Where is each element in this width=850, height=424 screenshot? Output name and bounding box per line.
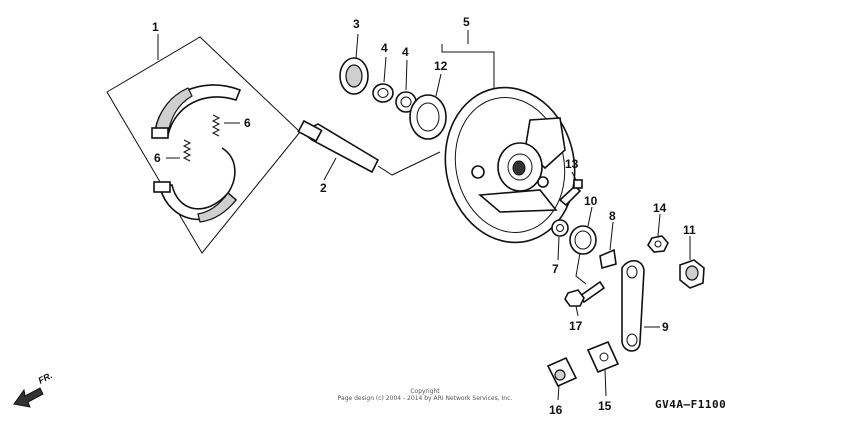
copyright-title: Copyright	[410, 388, 440, 395]
callout-7: 7	[552, 262, 559, 276]
callout-17: 17	[569, 319, 583, 333]
adjusting-nut[interactable]	[546, 356, 578, 401]
brake-panel[interactable]	[431, 30, 589, 255]
callout-12: 12	[434, 59, 448, 73]
callout-1: 1	[152, 20, 159, 34]
callout-2: 2	[320, 181, 327, 195]
callout-14: 14	[653, 201, 667, 215]
brake-cam-shaft[interactable]	[297, 119, 441, 181]
callout-4b: 4	[402, 45, 409, 59]
wear-indicator[interactable]	[599, 221, 617, 270]
callout-16: 16	[549, 403, 563, 417]
callout-6a: 6	[244, 116, 251, 130]
diagram-code: GV4A–F1100	[655, 398, 727, 411]
brake-arm[interactable]	[621, 259, 660, 352]
callout-15: 15	[598, 399, 612, 413]
callout-8: 8	[609, 209, 616, 223]
cap-nut[interactable]	[679, 236, 705, 289]
copyright-text: Page design (c) 2004 - 2014 by ARI Netwo…	[337, 395, 513, 402]
callout-10: 10	[584, 194, 598, 208]
callout-6b: 6	[154, 151, 161, 165]
callout-4a: 4	[381, 41, 388, 55]
return-spring[interactable]	[569, 206, 597, 285]
nut-14[interactable]	[647, 213, 669, 253]
joint-pin[interactable]	[586, 340, 620, 397]
bolt-17[interactable]	[564, 280, 606, 317]
washer-7[interactable]	[551, 219, 569, 261]
callout-3: 3	[353, 17, 360, 31]
front-direction-arrow-icon	[13, 387, 44, 408]
copyright-notice: Copyright Page design (c) 2004 - 2014 by…	[320, 388, 530, 402]
callout-5: 5	[463, 15, 470, 29]
callout-13: 13	[565, 157, 579, 171]
washer-a[interactable]	[372, 56, 394, 103]
callout-11: 11	[683, 223, 696, 237]
brake-shoe-set[interactable]	[106, 34, 301, 254]
bolt-13[interactable]	[558, 171, 583, 207]
oil-seal[interactable]	[409, 73, 447, 140]
callout-9: 9	[662, 320, 669, 334]
gear-seal[interactable]	[339, 33, 369, 95]
